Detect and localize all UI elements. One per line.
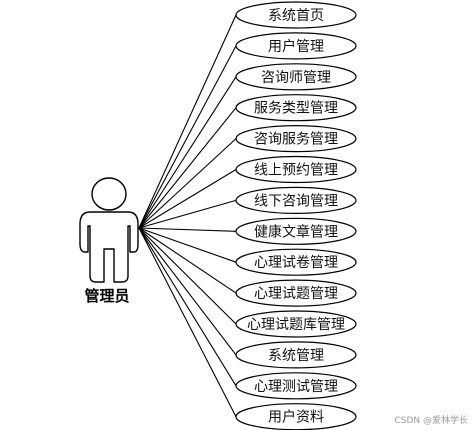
use-case-oval: [235, 217, 357, 245]
actor-head: [91, 177, 127, 211]
use-case-label: 心理试卷管理: [254, 255, 338, 271]
association-line: [138, 199, 237, 229]
association-line: [138, 227, 237, 417]
use-case-oval: [235, 279, 357, 307]
use-case-item: 咨询服务管理: [235, 125, 357, 153]
association-lines: [138, 14, 237, 417]
use-case-item: 健康文章管理: [235, 217, 357, 245]
actor-body: [79, 211, 139, 283]
use-case-item: 系统管理: [235, 341, 357, 369]
use-case-label: 心理试题库管理: [247, 317, 345, 333]
use-case-item: 心理试题库管理: [235, 310, 357, 338]
use-case-item: 线下咨询管理: [235, 186, 357, 214]
watermark-text: CSDN @爱林学长: [394, 414, 468, 426]
use-case-oval: [235, 32, 357, 60]
actor-name: 管理员: [84, 287, 129, 305]
use-case-item: 心理试题管理: [235, 279, 357, 307]
use-case-label: 用户管理: [268, 38, 324, 55]
use-case-oval: [235, 155, 357, 184]
use-case-label: 线下咨询管理: [254, 193, 338, 209]
association-line: [138, 227, 237, 387]
use-case-item: 用户管理: [235, 32, 357, 60]
use-case-label: 系统管理: [268, 348, 324, 364]
association-line: [138, 14, 237, 229]
use-case-label: 咨询服务管理: [254, 132, 338, 148]
association-line: [138, 227, 237, 356]
use-case-item: 心理测试管理: [235, 372, 357, 400]
use-case-label: 咨询师管理: [261, 70, 331, 86]
actor-figure: [79, 177, 139, 283]
use-case-item: 服务类型管理: [235, 94, 357, 122]
association-line: [138, 227, 237, 263]
use-case-oval: [235, 94, 357, 122]
use-case-item: 系统首页: [235, 1, 357, 29]
use-case-oval: [235, 1, 357, 29]
use-case-oval: [235, 248, 357, 276]
use-case-item: 咨询师管理: [235, 63, 357, 91]
use-case-oval: [235, 186, 357, 214]
use-case-oval: [235, 372, 357, 400]
use-case-list: 系统首页用户管理咨询师管理服务类型管理咨询服务管理线上预约管理线下咨询管理健康文…: [235, 1, 357, 430]
use-case-item: 线上预约管理: [235, 155, 357, 184]
use-case-item: 心理试卷管理: [235, 248, 357, 276]
use-case-oval: [235, 125, 357, 153]
association-line: [138, 169, 237, 229]
use-case-label: 用户资料: [268, 409, 324, 426]
association-line: [138, 227, 237, 232]
association-line: [138, 45, 237, 229]
use-case-item: 用户资料: [235, 403, 357, 430]
association-line: [138, 76, 237, 229]
use-case-label: 服务类型管理: [254, 101, 338, 117]
use-case-label: 健康文章管理: [254, 223, 338, 240]
use-case-label: 系统首页: [268, 8, 324, 24]
use-case-label: 心理测试管理: [254, 379, 338, 395]
use-case-label: 线上预约管理: [254, 163, 338, 179]
association-line: [138, 138, 237, 229]
use-case-oval: [235, 341, 357, 369]
use-case-oval: [235, 63, 357, 91]
use-case-oval: [235, 310, 357, 338]
association-line: [138, 107, 237, 229]
use-case-label: 心理试题管理: [254, 286, 338, 302]
association-line: [138, 227, 237, 325]
association-line: [138, 227, 237, 294]
